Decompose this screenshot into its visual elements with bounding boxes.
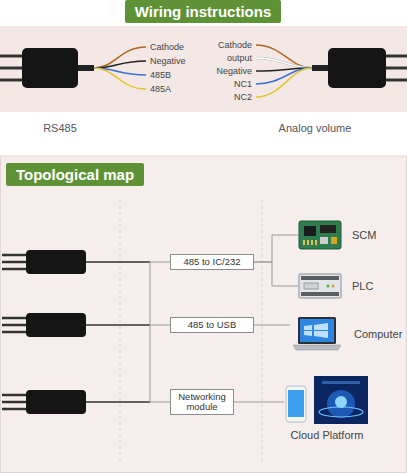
node-text: Cloud Platform (291, 429, 364, 441)
node-text: 485 to USB (175, 320, 249, 330)
plc-icon (298, 272, 342, 300)
device-node: PLC (298, 272, 373, 300)
device-node: Computer (290, 315, 402, 353)
section-label: Analog volume (279, 123, 352, 134)
section-label: RS485 (43, 123, 77, 134)
connector (234, 402, 284, 403)
node-text: Networking module (175, 392, 229, 412)
wire-label: output (227, 54, 252, 63)
node-text: PLC (352, 280, 373, 292)
scm-icon (298, 219, 342, 251)
wire-label: Cathode (218, 41, 252, 50)
icon-holder (290, 315, 344, 353)
converter-box: 485 to IC/232 (170, 254, 254, 270)
laptop-icon (290, 315, 344, 353)
converter-box: 485 to USB (170, 317, 254, 333)
rs485-sensor (0, 47, 146, 89)
wire-label: Negative (216, 67, 252, 76)
cloud-platform-icon (284, 374, 370, 426)
analog-sensor (256, 45, 407, 97)
divider-line (120, 200, 121, 465)
icon-holder (298, 219, 342, 251)
device-node: Cloud Platform (284, 374, 370, 441)
wire-label: NC1 (234, 80, 252, 89)
topology-panel (1, 156, 407, 473)
wire-label: Cathode (150, 43, 184, 52)
node-text: Computer (354, 328, 402, 340)
node-text: Topological map (16, 166, 134, 183)
device-node: SCM (298, 219, 376, 251)
node-text: Wiring instructions (135, 3, 272, 20)
converter-box: Networking module (170, 389, 234, 415)
icon-holder (284, 374, 370, 426)
wire-label: NC2 (234, 93, 252, 102)
icon-holder (298, 272, 342, 300)
connector (254, 235, 298, 262)
wire-label: 485A (150, 85, 171, 94)
wiring-panel (0, 26, 407, 112)
section-banner: Topological map (6, 163, 144, 186)
wire-label: 485B (150, 71, 171, 80)
section-banner: Wiring instructions (125, 0, 282, 23)
connector (254, 325, 290, 326)
connector (254, 262, 298, 286)
node-text: 485 to IC/232 (175, 257, 249, 267)
divider-line (262, 200, 263, 465)
sensor-bus (2, 250, 170, 414)
node-text: SCM (352, 229, 376, 241)
wire-label: Negative (150, 57, 186, 66)
